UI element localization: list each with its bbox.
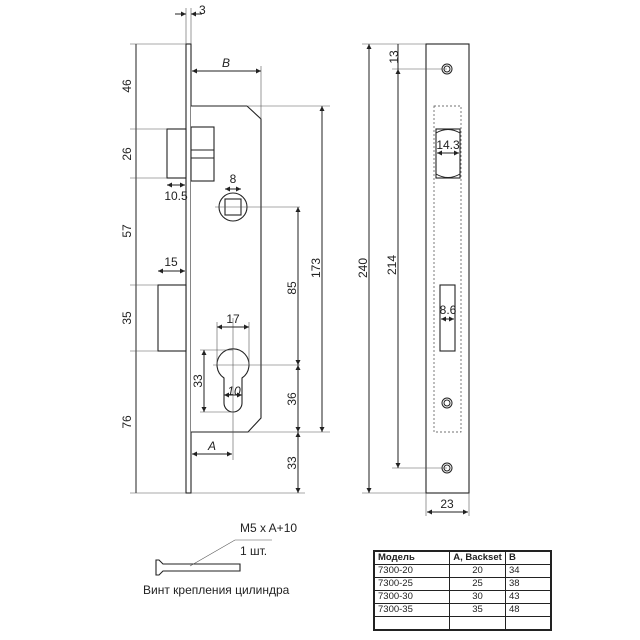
dim-spindle-to-cylinder: 85 — [285, 281, 299, 295]
dim-top-to-hole: 13 — [387, 50, 401, 64]
dim-latch-opening: 14.3 — [436, 138, 460, 152]
dim-cylinder-width: 17 — [226, 312, 240, 326]
dim-cylinder-tab: 10 — [227, 384, 241, 398]
header-backset: A, Backset — [449, 550, 506, 565]
cylinder-screw: M5 x A+10 1 шт. Винт крепления цилиндра — [143, 521, 297, 597]
dim-bolt-height: 35 — [120, 311, 134, 325]
strike-plate — [425, 43, 470, 494]
faceplate — [185, 43, 192, 494]
deadbolt — [157, 284, 187, 352]
dim-bolt-to-bottom: 76 — [120, 415, 134, 429]
dim-cylinder-height: 33 — [191, 374, 205, 388]
bolt-opening — [439, 284, 456, 352]
screw-quantity: 1 шт. — [240, 544, 267, 558]
table-row-empty — [373, 616, 552, 631]
dim-faceplate-thickness: 3 — [199, 3, 206, 17]
screw-icon — [155, 559, 241, 576]
dim-case-height: 173 — [309, 258, 323, 278]
dim-hole-spacing: 214 — [385, 255, 399, 275]
dim-latch-to-bolt: 57 — [120, 224, 134, 238]
dim-plate-width: 23 — [440, 497, 454, 511]
lock-case — [191, 105, 262, 433]
dim-spindle-square: 8 — [230, 172, 237, 186]
horizontal-dimensions: 3 B 10.5 8 15 17 33 10 A — [158, 3, 262, 457]
table-header-row: Модель A, Backset B — [373, 550, 552, 565]
latch-bolt — [166, 128, 187, 179]
dim-bolt-depth: 15 — [164, 255, 178, 269]
right-dimensions: 173 85 36 33 — [191, 105, 330, 494]
dim-plate-length: 240 — [356, 258, 370, 278]
strike-plate-view: 240 214 13 14.3 8.6 23 — [356, 43, 470, 516]
dim-latch-depth: 10.5 — [164, 189, 188, 203]
dim-backset-a: A — [207, 439, 216, 453]
dim-bolt-opening: 8.6 — [440, 303, 457, 317]
screw-caption: Винт крепления цилиндра — [143, 583, 290, 597]
dim-top-to-latch: 46 — [120, 79, 134, 93]
screw-spec: M5 x A+10 — [240, 521, 297, 535]
dim-bottom-offset: 33 — [285, 456, 299, 470]
dim-latch-height: 26 — [120, 147, 134, 161]
latch-inner — [190, 126, 215, 182]
dim-cylinder-to-case-bottom: 36 — [285, 392, 299, 406]
header-model: Модель — [373, 550, 450, 565]
dim-backset-b: B — [222, 56, 230, 70]
lock-body-view — [157, 43, 300, 494]
header-b: B — [505, 550, 552, 565]
left-dimension-chain: 46 26 57 35 76 — [120, 43, 186, 494]
